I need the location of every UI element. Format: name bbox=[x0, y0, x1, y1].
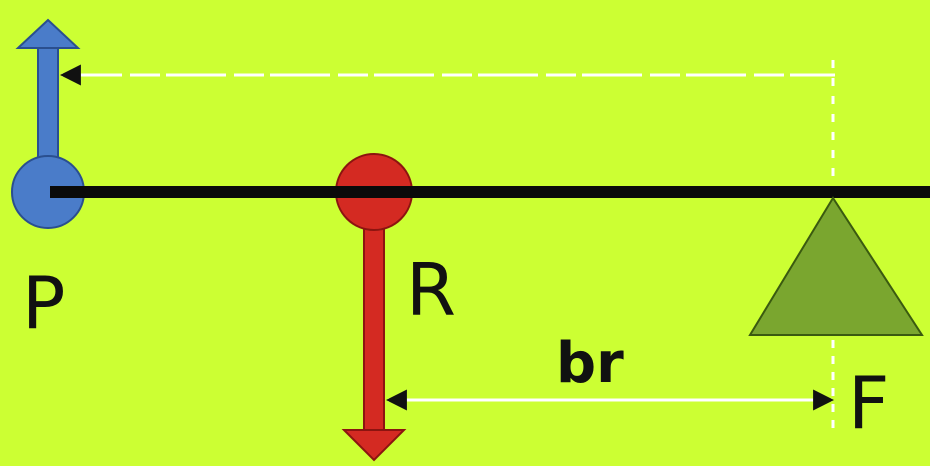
lever-bar bbox=[50, 186, 930, 198]
fulcrum-label: F bbox=[848, 361, 889, 445]
effort-arrow bbox=[15, 18, 81, 169]
fulcrum-triangle bbox=[748, 196, 924, 336]
effort-label: P bbox=[22, 261, 65, 345]
resistance-arrow bbox=[341, 199, 407, 462]
resistance-label: R bbox=[406, 248, 456, 332]
resistance-arm-label: br bbox=[556, 331, 624, 396]
